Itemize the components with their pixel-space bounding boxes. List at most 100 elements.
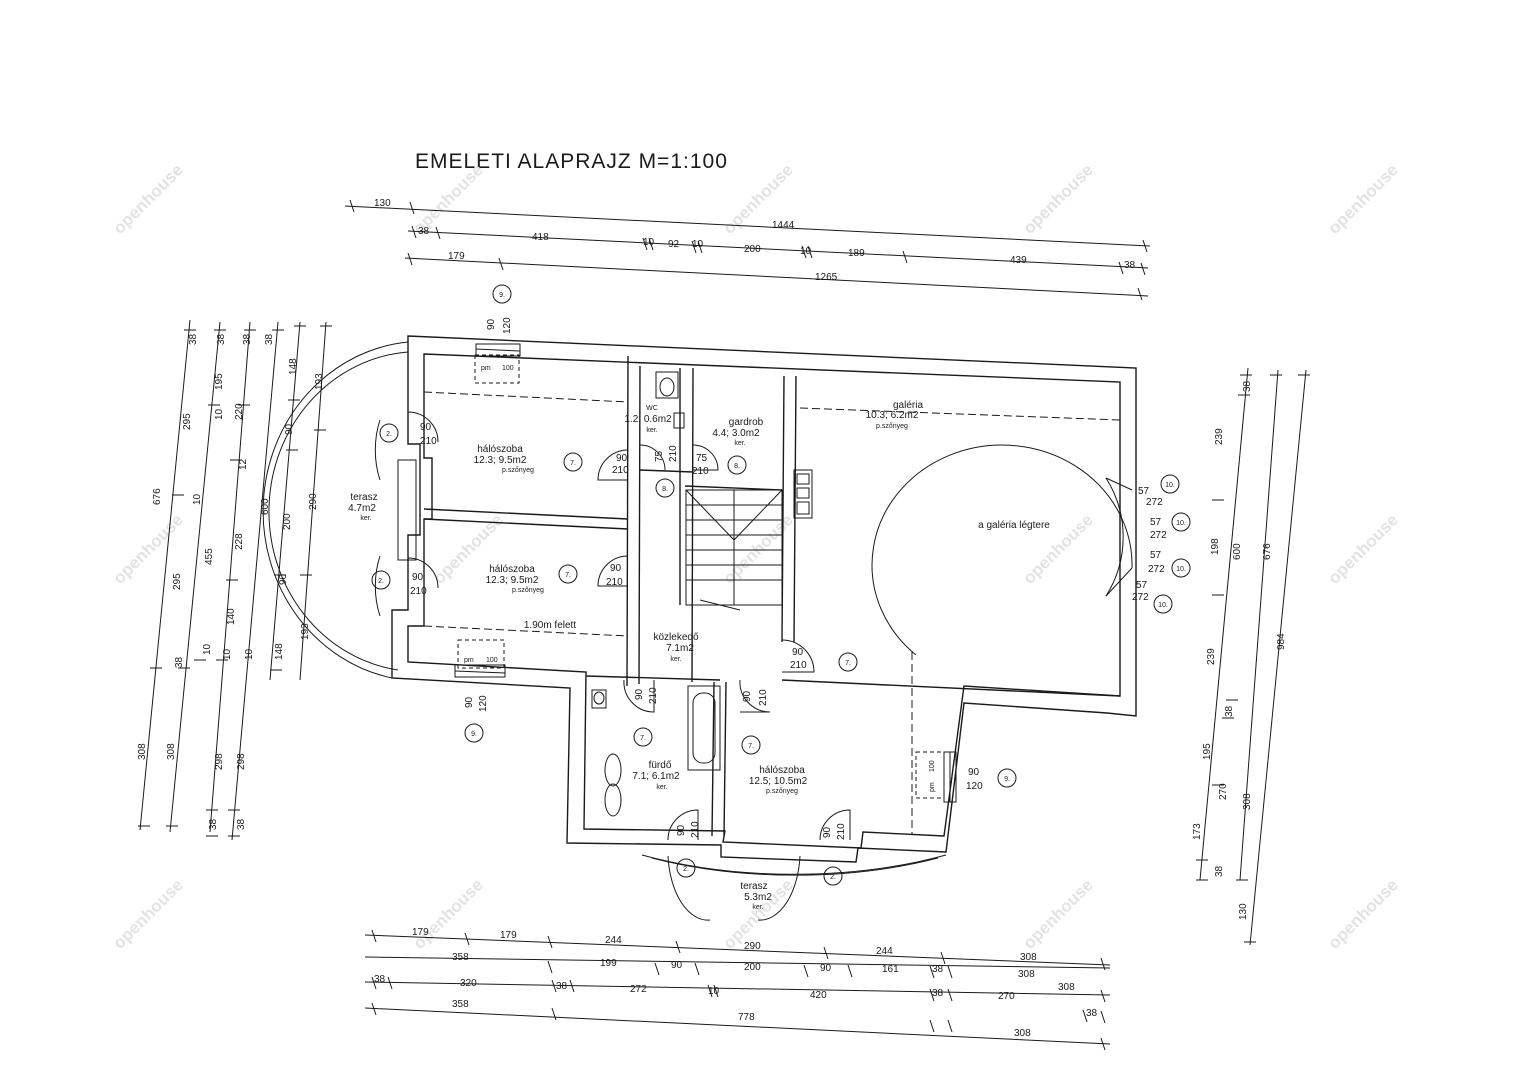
- hidden-lines: [423, 391, 913, 835]
- dim: 12: [238, 458, 249, 470]
- room-name: fürdő: [649, 760, 672, 771]
- dim: 189: [848, 248, 865, 259]
- room-floor: ker.: [360, 515, 371, 522]
- dim: 272: [630, 984, 647, 995]
- dim: 193: [314, 373, 325, 390]
- staircase: [685, 489, 783, 611]
- door-tag-circles: [371, 284, 1191, 886]
- dim: 778: [738, 1012, 755, 1023]
- left-dimension-labels: 676 295 295 308 308 38 10 455 10 38 38 1…: [137, 333, 325, 830]
- door-width: 90: [676, 824, 687, 836]
- door-height: 210: [690, 821, 701, 838]
- tag: 7.: [570, 460, 576, 467]
- dim: 38: [1242, 380, 1253, 392]
- door-width: 90: [634, 688, 645, 700]
- door-tags: 9. 2. 2. 7. 7. 8. 8. 7. 7. 7. 9. 9. 2. 2…: [378, 292, 1186, 881]
- dim: 38: [932, 964, 944, 975]
- dim: 676: [152, 488, 163, 505]
- dim: 676: [1262, 543, 1273, 560]
- window-width: 100: [486, 657, 498, 664]
- dim: 270: [998, 991, 1015, 1002]
- door-height: 210: [612, 465, 629, 476]
- dim: 10: [643, 237, 655, 248]
- dim: 38: [374, 974, 386, 985]
- dim: 148: [274, 643, 285, 660]
- door-height: 210: [410, 586, 427, 597]
- dim: 38: [556, 981, 568, 992]
- door-height: 272: [1146, 497, 1163, 508]
- dim: 38: [1214, 865, 1225, 877]
- watermark: openhouse: [1324, 875, 1402, 953]
- dim: 38: [1224, 705, 1235, 717]
- bottom-dimensions: [364, 929, 1111, 1051]
- dim: 439: [1010, 255, 1027, 266]
- bottom-dimension-labels: 179 179 244 290 244 308 358 199 90 200 9…: [374, 927, 1098, 1039]
- window-width: 90: [968, 767, 980, 778]
- door-height: 210: [692, 466, 709, 477]
- dim: 173: [1192, 823, 1203, 840]
- tag: 2.: [830, 874, 836, 881]
- door-width: 57: [1136, 580, 1148, 591]
- dim: 148: [288, 358, 299, 375]
- tag: 2.: [378, 578, 384, 585]
- dim: 228: [234, 533, 245, 550]
- watermark: openhouse: [719, 510, 797, 588]
- room-name: közlekedő: [653, 632, 698, 643]
- room-floor: ker.: [670, 656, 681, 663]
- door-height: 210: [648, 687, 659, 704]
- room-name: hálószoba: [477, 444, 523, 455]
- room-area: 12.5; 10.5m2: [749, 776, 808, 787]
- room-area: 5.3m2: [744, 892, 772, 903]
- dim: 38: [1124, 260, 1136, 271]
- door-width: 75: [696, 453, 708, 464]
- right-dimension-labels: 38 239 198 239 38 195 270 173 38 130 600…: [1192, 380, 1287, 920]
- headroom-label: 1.90m felett: [524, 620, 576, 631]
- door-height: 210: [420, 436, 437, 447]
- door-width: 90: [420, 422, 432, 433]
- dim: 90: [278, 573, 289, 585]
- tag: 10.: [1165, 482, 1175, 489]
- dim: 308: [166, 743, 177, 760]
- window-height: 120: [502, 317, 513, 334]
- window-code: pm: [929, 782, 936, 792]
- dim: 600: [1232, 543, 1243, 560]
- room-name: WC: [646, 405, 658, 412]
- room-floor: ker.: [646, 427, 657, 434]
- dim: 10: [244, 648, 255, 660]
- door-height: 210: [606, 577, 623, 588]
- window-code: pm: [464, 657, 474, 664]
- dim: 179: [412, 927, 429, 938]
- dim: 198: [1210, 538, 1221, 555]
- watermark: openhouse: [409, 875, 487, 953]
- tag: 8.: [662, 486, 668, 493]
- dim: 38: [1086, 1008, 1098, 1019]
- watermark: openhouse: [1324, 510, 1402, 588]
- dim: 38: [932, 988, 944, 999]
- door-height: 210: [836, 823, 847, 840]
- room-name: hálószoba: [489, 564, 535, 575]
- windows: [454, 343, 957, 803]
- watermark: openhouse: [1019, 875, 1097, 953]
- dim: 308: [1014, 1028, 1031, 1039]
- dim: 298: [214, 753, 225, 770]
- dim: 130: [1238, 903, 1249, 920]
- dim: 239: [1206, 648, 1217, 665]
- dim: 10: [192, 493, 203, 505]
- tag: 7.: [640, 735, 646, 742]
- tag: 9.: [471, 731, 477, 738]
- door-height: 210: [790, 660, 807, 671]
- room-floor: ker.: [734, 440, 745, 447]
- dim: 358: [452, 999, 469, 1010]
- room-name: terasz: [740, 881, 767, 892]
- dim: 295: [172, 573, 183, 590]
- left-dimensions: [138, 319, 332, 841]
- top-dimensions: [344, 199, 1151, 301]
- door-width: 90: [742, 690, 753, 702]
- room-area: 12.3; 9.5m2: [486, 575, 539, 586]
- watermark: openhouse: [1019, 160, 1097, 238]
- gallery-void: [799, 407, 1133, 656]
- dim: 418: [532, 232, 549, 243]
- dim: 179: [448, 251, 465, 262]
- tag: 7.: [748, 743, 754, 750]
